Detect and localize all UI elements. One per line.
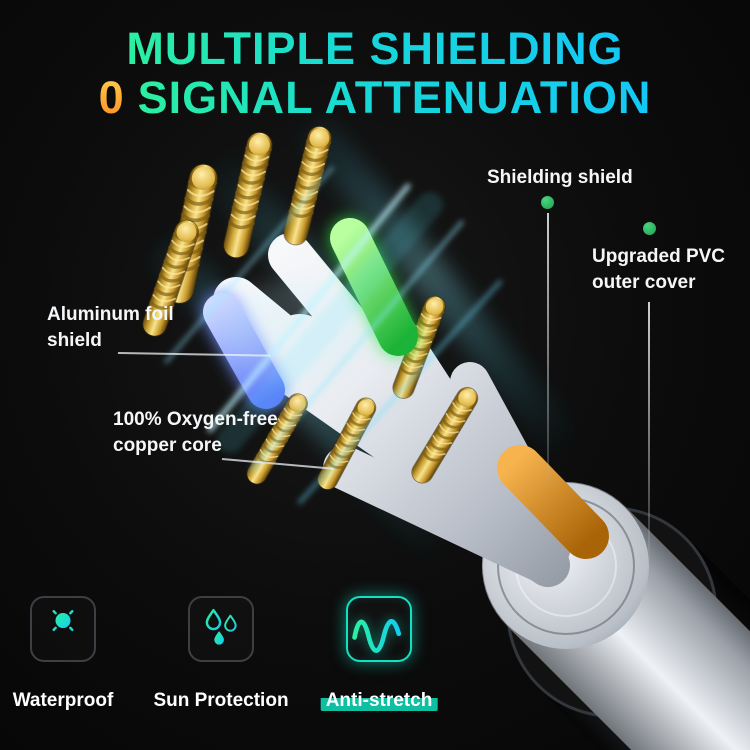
headline-line1-text: MULTIPLE SHIELDING bbox=[126, 23, 624, 74]
callout-dot-pvc bbox=[643, 222, 656, 235]
headline-line1: MULTIPLE SHIELDING bbox=[0, 24, 750, 73]
callout-copper-line1: 100% Oxygen-free bbox=[113, 409, 278, 430]
feature-sun-protection-card bbox=[188, 596, 254, 662]
callout-pvc-line1: Upgraded PVC bbox=[592, 246, 726, 267]
feature-anti-stretch: Anti-stretch bbox=[320, 596, 438, 711]
callout-shielding-shield: Shielding shield bbox=[487, 165, 633, 191]
feature-waterproof-label: Waterproof bbox=[12, 690, 114, 711]
feature-anti-stretch-card bbox=[346, 596, 412, 662]
stretch-wave-icon bbox=[352, 619, 402, 653]
headline-line2-text: SIGNAL ATTENUATION bbox=[137, 72, 652, 123]
water-drops-icon bbox=[203, 608, 239, 651]
feature-waterproof: Waterproof bbox=[13, 596, 113, 711]
callout-aluminum-foil: Aluminum foil shield bbox=[47, 302, 174, 354]
callout-dot-shielding bbox=[541, 196, 554, 209]
feature-sun-protection-label: Sun Protection bbox=[153, 690, 289, 711]
sun-icon bbox=[44, 606, 82, 651]
callout-pvc: Upgraded PVC outer cover bbox=[592, 244, 725, 296]
callout-copper-core: 100% Oxygen-free copper core bbox=[113, 407, 278, 459]
leader-line-pvc bbox=[648, 302, 650, 560]
callout-foil-line1: Aluminum foil bbox=[47, 304, 174, 325]
feature-sun-protection: Sun Protection bbox=[153, 596, 289, 711]
center-glow bbox=[225, 280, 365, 380]
callout-pvc-line2: outer cover bbox=[592, 272, 696, 293]
leader-line-shielding bbox=[547, 213, 549, 485]
feature-anti-stretch-label: Anti-stretch bbox=[320, 690, 438, 712]
callout-shielding-shield-label: Shielding shield bbox=[487, 167, 633, 188]
callout-foil-line2: shield bbox=[47, 330, 102, 351]
callout-copper-line2: copper core bbox=[113, 435, 222, 456]
feature-waterproof-card bbox=[30, 596, 96, 662]
headline-zero: 0 bbox=[98, 72, 125, 123]
